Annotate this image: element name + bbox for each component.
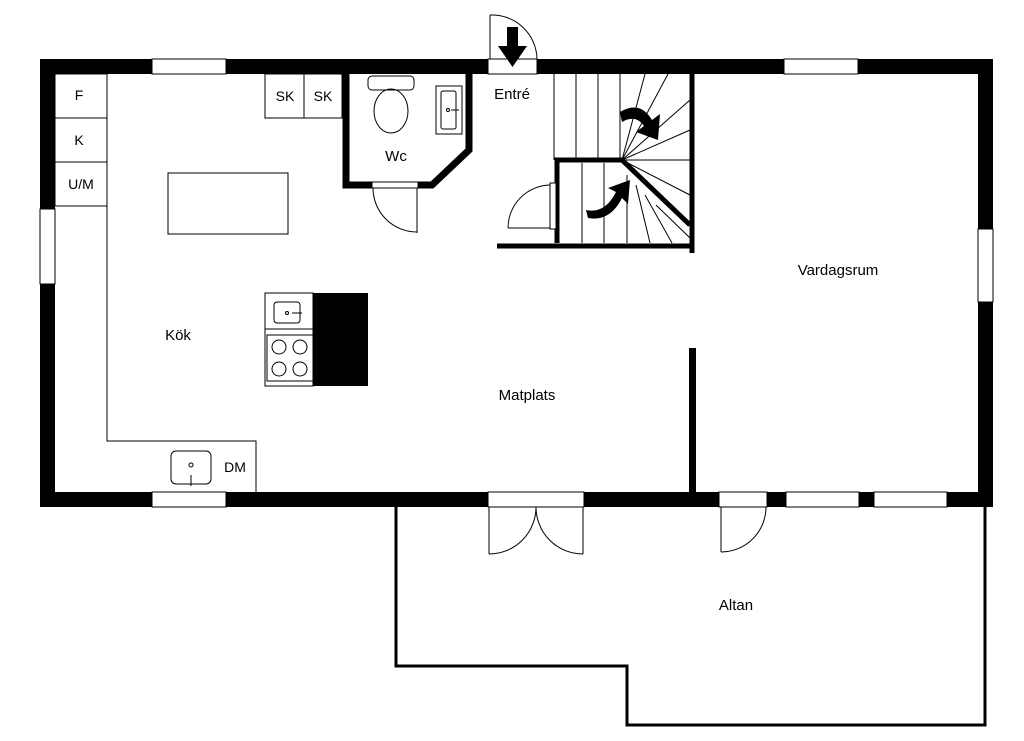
windows xyxy=(39,58,994,508)
island-sink-icon xyxy=(273,301,302,324)
closet-label-2: SK xyxy=(314,88,333,104)
dishwasher-label: DM xyxy=(224,459,246,475)
wc-walls xyxy=(342,74,473,189)
table xyxy=(167,172,289,235)
wc-sink-icon xyxy=(435,85,463,135)
toilet-icon xyxy=(367,75,415,134)
deck-double-door xyxy=(488,506,584,555)
fridge-label: F xyxy=(75,87,84,103)
deck-door xyxy=(720,506,767,553)
curved-arrow-icon xyxy=(586,107,660,219)
room-label-entre: Entré xyxy=(494,86,530,103)
stove-icon xyxy=(266,334,314,382)
outer-walls xyxy=(40,59,993,507)
closets xyxy=(264,73,343,119)
room-label-kok: Kök xyxy=(165,327,191,344)
closet-label-1: SK xyxy=(276,88,295,104)
freezer-label: K xyxy=(74,132,84,148)
washer-label: U/M xyxy=(68,176,94,192)
deck-outline xyxy=(394,507,987,727)
kitchen-island xyxy=(264,292,368,387)
wc-label: Wc xyxy=(385,148,407,165)
room-label-vardagsrum: Vardagsrum xyxy=(798,262,879,279)
stairs xyxy=(497,73,695,253)
kitchen-counter xyxy=(54,73,257,492)
arrow-down-icon xyxy=(498,27,527,67)
room-label-matplats: Matplats xyxy=(499,387,556,404)
room-label-altan: Altan xyxy=(719,597,753,614)
kitchen-sink-icon xyxy=(170,450,212,486)
entry-closet-door xyxy=(507,182,557,230)
partition-wall xyxy=(689,348,696,494)
wc-door xyxy=(371,181,419,233)
